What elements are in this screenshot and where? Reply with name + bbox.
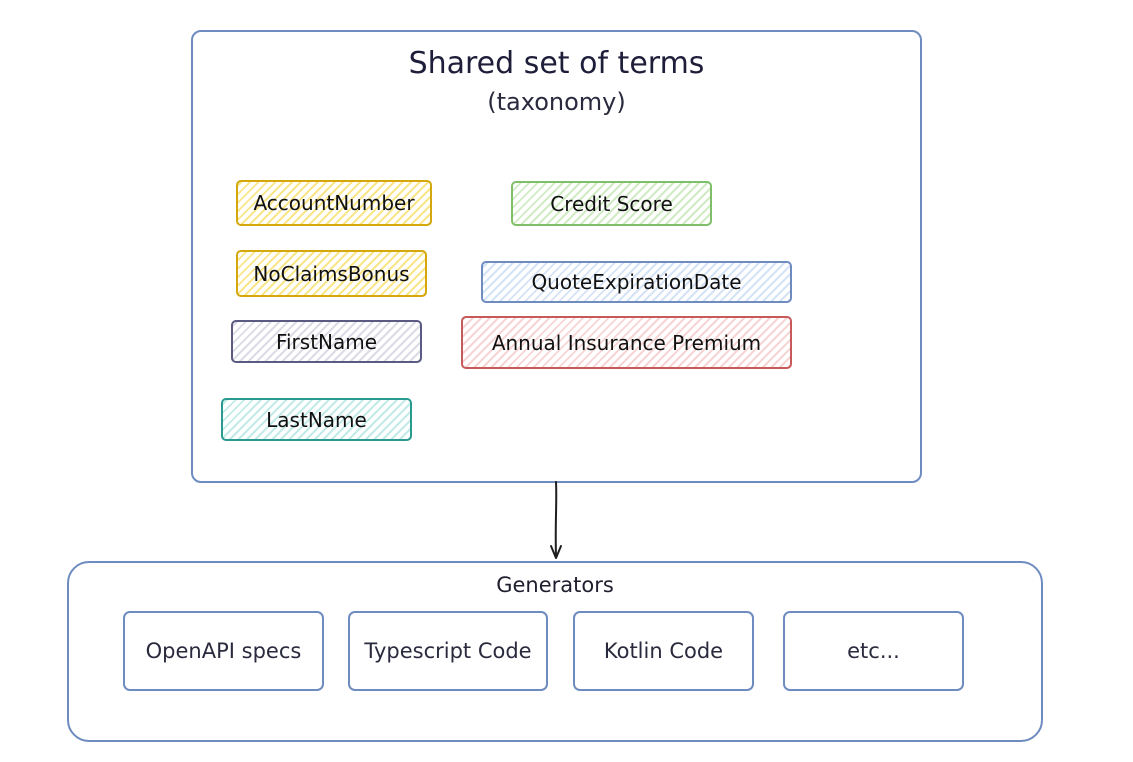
taxonomy-title: Shared set of terms <box>408 46 705 81</box>
generator-kotlin-code[interactable]: Kotlin Code <box>573 611 754 691</box>
term-last-name[interactable]: LastName <box>221 398 412 441</box>
term-no-claims-bonus[interactable]: NoClaimsBonus <box>236 250 427 297</box>
generator-typescript-code[interactable]: Typescript Code <box>348 611 548 691</box>
taxonomy-subtitle: (taxonomy) <box>487 88 626 116</box>
term-account-number[interactable]: AccountNumber <box>236 180 432 226</box>
term-first-name[interactable]: FirstName <box>231 320 422 363</box>
generator-openapi-specs[interactable]: OpenAPI specs <box>123 611 324 691</box>
generator-etc[interactable]: etc... <box>783 611 964 691</box>
term-quote-expiration-date[interactable]: QuoteExpirationDate <box>481 261 792 303</box>
term-annual-insurance-premium[interactable]: Annual Insurance Premium <box>461 316 792 369</box>
term-credit-score[interactable]: Credit Score <box>511 181 712 226</box>
flow-arrow <box>550 481 562 559</box>
generators-title: Generators <box>496 573 614 597</box>
